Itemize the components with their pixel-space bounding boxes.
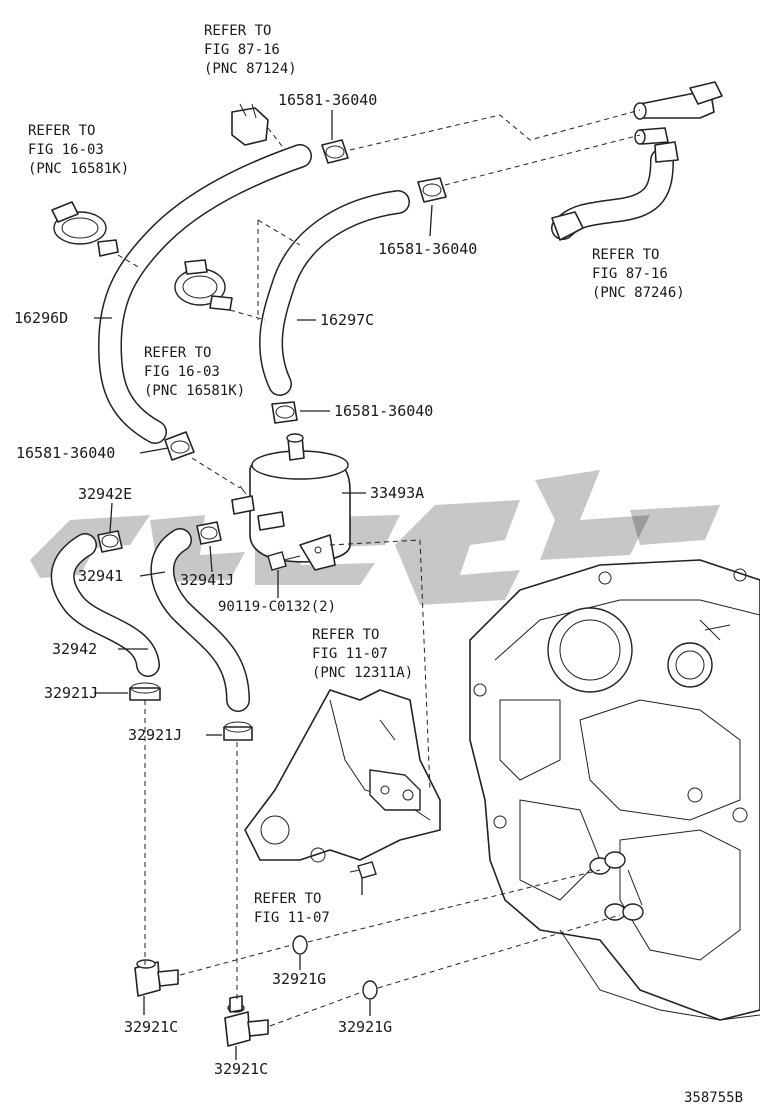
- part-label-p4: 16297C: [320, 311, 374, 329]
- part-label-p18: 32921C: [214, 1060, 268, 1078]
- part-label-p11: 90119-C0132(2): [218, 599, 336, 615]
- bracket-bolt: [349, 861, 377, 879]
- ref-87-16-right: REFER TO FIG 87-16 (PNC 87246): [592, 247, 685, 301]
- clamp-16581k-mid: [174, 259, 233, 311]
- o-ring-32921g-a: [292, 935, 308, 955]
- hose-32941: [150, 528, 250, 712]
- ref-11-07-mid: REFER TO FIG 11-07 (PNC 12311A): [312, 627, 413, 681]
- part-label-p2: 16581-36040: [378, 240, 477, 258]
- clip-16581-d: [164, 431, 195, 461]
- hose-16296d: [98, 144, 312, 444]
- leader-lines: [94, 110, 433, 1060]
- engine-block: [469, 559, 760, 1021]
- canister-33493a: [231, 433, 351, 571]
- clip-16581-c: [271, 401, 298, 424]
- part-label-p13: 32921J: [44, 684, 98, 702]
- illustration-number: 358755B: [684, 1090, 743, 1106]
- hose-16297c: [259, 190, 410, 396]
- bolt-90119: [267, 551, 301, 571]
- part-label-p9: 32941: [78, 567, 123, 585]
- part-label-p15: 32921G: [272, 970, 326, 988]
- fitting-32921c-b: [224, 995, 269, 1047]
- ref-16-03-mid: REFER TO FIG 16-03 (PNC 16581K): [144, 345, 245, 399]
- fitting-32921c-a: [134, 959, 179, 997]
- clip-32921j-a: [129, 682, 161, 701]
- bracket: [244, 689, 441, 863]
- clip-32942e: [97, 530, 123, 553]
- part-label-p10: 32941J: [180, 571, 234, 589]
- clip-32941j: [196, 521, 222, 545]
- valve-87124: [231, 103, 269, 146]
- ref-87-16-top: REFER TO FIG 87-16 (PNC 87124): [204, 23, 297, 77]
- valve-right: [633, 81, 723, 163]
- clamp-16581k-left: [51, 201, 119, 257]
- clip-32921j-b: [223, 721, 253, 741]
- part-label-p6: 16581-36040: [16, 444, 115, 462]
- part-label-p17: 32921G: [338, 1018, 392, 1036]
- clip-16581-a: [321, 139, 349, 164]
- hose-end-87246: [551, 211, 584, 241]
- ref-16-03-left: REFER TO FIG 16-03 (PNC 16581K): [28, 123, 129, 177]
- ref-11-07-low: REFER TO FIG 11-07: [254, 891, 330, 926]
- o-ring-32921g-b: [362, 980, 378, 1000]
- dashed-connections: [117, 109, 641, 1027]
- part-label-p8: 33493A: [370, 484, 424, 502]
- part-label-p1: 16581-36040: [278, 91, 377, 109]
- hose-32942: [50, 533, 160, 677]
- part-label-p12: 32942: [52, 640, 97, 658]
- part-label-p14: 32921J: [128, 726, 182, 744]
- part-label-p16: 32921C: [124, 1018, 178, 1036]
- part-label-p5: 16581-36040: [334, 402, 433, 420]
- clip-16581-b: [417, 177, 447, 203]
- part-label-p3: 16296D: [14, 309, 68, 327]
- part-label-p7: 32942E: [78, 485, 132, 503]
